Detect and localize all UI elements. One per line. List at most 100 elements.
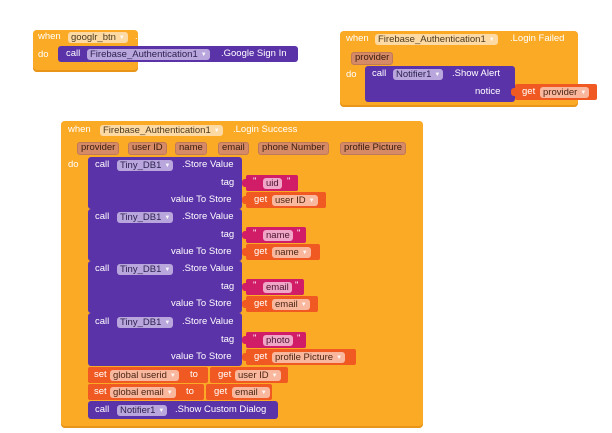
socket-connector	[242, 248, 246, 256]
set-keyword: set	[94, 386, 107, 397]
socket-connector	[242, 336, 246, 344]
quote-open: "	[253, 280, 257, 291]
method-name: .Store Value	[182, 211, 234, 222]
call-keyword: call	[66, 48, 81, 59]
method-name: .Store Value	[182, 159, 234, 170]
value-label: value To Store	[171, 246, 232, 257]
dropdown-arrow-icon: ▼	[271, 373, 278, 379]
tag-label: tag	[221, 229, 235, 240]
variable-dropdown-global-email[interactable]: global email▼	[110, 387, 176, 398]
component-dropdown-notifier1[interactable]: Notifier1▼	[393, 69, 444, 80]
variable-dropdown-user-id[interactable]: user ID▼	[235, 370, 281, 381]
dropdown-arrow-icon: ▼	[164, 267, 171, 273]
dropdown-arrow-icon: ▼	[164, 215, 171, 221]
event-param-email[interactable]: email	[218, 142, 249, 155]
socket-connector	[242, 353, 246, 361]
method-name: .Show Custom Dialog	[175, 404, 267, 415]
component-dropdown-googlr-btn[interactable]: googlr_btn▼	[68, 32, 128, 43]
method-name: .Google Sign In	[221, 48, 287, 59]
event-param-user-id[interactable]: user ID	[128, 142, 167, 155]
dropdown-arrow-icon: ▼	[488, 37, 495, 43]
component-dropdown-firebase-auth[interactable]: Firebase_Authentication1▼	[87, 49, 210, 60]
quote-close: "	[287, 176, 291, 187]
component-dropdown-tiny-db1[interactable]: Tiny_DB1▼	[117, 317, 174, 328]
value-label: value To Store	[171, 194, 232, 205]
variable-dropdown-email[interactable]: email▼	[232, 387, 270, 398]
variable-dropdown-global-userid[interactable]: global userid▼	[110, 370, 179, 381]
event-name: .Click	[135, 31, 159, 42]
call-keyword: call	[372, 68, 387, 79]
component-dropdown-tiny-db1[interactable]: Tiny_DB1▼	[117, 212, 174, 223]
quote-close: "	[297, 228, 301, 239]
event-name: .Login Success	[233, 124, 298, 135]
event-param-provider[interactable]: provider	[351, 52, 394, 65]
component-dropdown-tiny-db1[interactable]: Tiny_DB1▼	[117, 160, 174, 171]
quote-open: "	[253, 333, 257, 344]
event-param-profile-picture[interactable]: profile Picture	[340, 142, 407, 155]
call-keyword: call	[95, 263, 110, 274]
variable-dropdown-user-id[interactable]: user ID▼	[272, 195, 318, 206]
quote-open: "	[253, 228, 257, 239]
call-keyword: call	[95, 404, 110, 415]
dropdown-arrow-icon: ▼	[164, 163, 171, 169]
arg-label-notice: notice	[475, 86, 501, 97]
tag-label: tag	[221, 177, 235, 188]
quote-close: "	[295, 280, 299, 291]
dropdown-arrow-icon: ▼	[580, 90, 587, 96]
dropdown-arrow-icon: ▼	[158, 408, 165, 414]
tag-label: tag	[221, 281, 235, 292]
method-name: .Store Value	[182, 263, 234, 274]
do-keyword: do	[346, 69, 357, 80]
tag-label: tag	[221, 334, 235, 345]
socket-connector	[242, 179, 246, 187]
variable-dropdown-provider[interactable]: provider▼	[540, 87, 590, 98]
get-keyword: get	[254, 246, 268, 257]
socket-connector	[242, 300, 246, 308]
dropdown-arrow-icon: ▼	[213, 128, 220, 134]
variable-dropdown-name[interactable]: name▼	[272, 247, 311, 258]
dropdown-arrow-icon: ▼	[118, 35, 125, 41]
component-dropdown-firebase-auth[interactable]: Firebase_Authentication1▼	[100, 125, 223, 136]
component-dropdown-firebase-auth[interactable]: Firebase_Authentication1▼	[375, 34, 498, 45]
to-keyword: to	[186, 386, 194, 397]
socket-connector	[242, 196, 246, 204]
text-value-email[interactable]: email	[263, 282, 292, 293]
dropdown-arrow-icon: ▼	[300, 302, 307, 308]
text-value-name[interactable]: name	[263, 230, 293, 241]
when-keyword: when	[68, 124, 91, 135]
get-keyword: get	[218, 369, 232, 380]
event-name: .Login Failed	[510, 33, 565, 44]
get-keyword: get	[254, 351, 268, 362]
method-name: .Store Value	[182, 316, 234, 327]
call-keyword: call	[95, 211, 110, 222]
dropdown-arrow-icon: ▼	[166, 390, 173, 396]
text-value-uid[interactable]: uid	[263, 178, 282, 189]
call-keyword: call	[95, 159, 110, 170]
dropdown-arrow-icon: ▼	[301, 250, 308, 256]
component-dropdown-notifier1[interactable]: Notifier1▼	[117, 405, 168, 416]
when-keyword: when	[38, 31, 61, 42]
method-name: .Show Alert	[452, 68, 501, 79]
variable-dropdown-profile-picture[interactable]: profile Picture▼	[272, 352, 346, 363]
get-keyword: get	[254, 194, 268, 205]
event-param-name[interactable]: name	[175, 142, 207, 155]
call-keyword: call	[95, 316, 110, 327]
set-keyword: set	[94, 369, 107, 380]
get-keyword: get	[214, 386, 228, 397]
dropdown-arrow-icon: ▼	[169, 373, 176, 379]
socket-connector	[511, 88, 515, 96]
do-keyword: do	[38, 49, 49, 60]
dropdown-arrow-icon: ▼	[308, 198, 315, 204]
variable-dropdown-email[interactable]: email▼	[272, 299, 310, 310]
text-value-photo[interactable]: photo	[263, 335, 293, 346]
component-dropdown-tiny-db1[interactable]: Tiny_DB1▼	[117, 264, 174, 275]
socket-connector	[242, 231, 246, 239]
event-param-provider[interactable]: provider	[77, 142, 120, 155]
value-label: value To Store	[171, 351, 232, 362]
dropdown-arrow-icon: ▼	[200, 52, 207, 58]
event-param-phone-number[interactable]: phone Number	[258, 142, 329, 155]
dropdown-arrow-icon: ▼	[260, 390, 267, 396]
do-keyword: do	[68, 159, 79, 170]
dropdown-arrow-icon: ▼	[164, 320, 171, 326]
dropdown-arrow-icon: ▼	[336, 355, 343, 361]
